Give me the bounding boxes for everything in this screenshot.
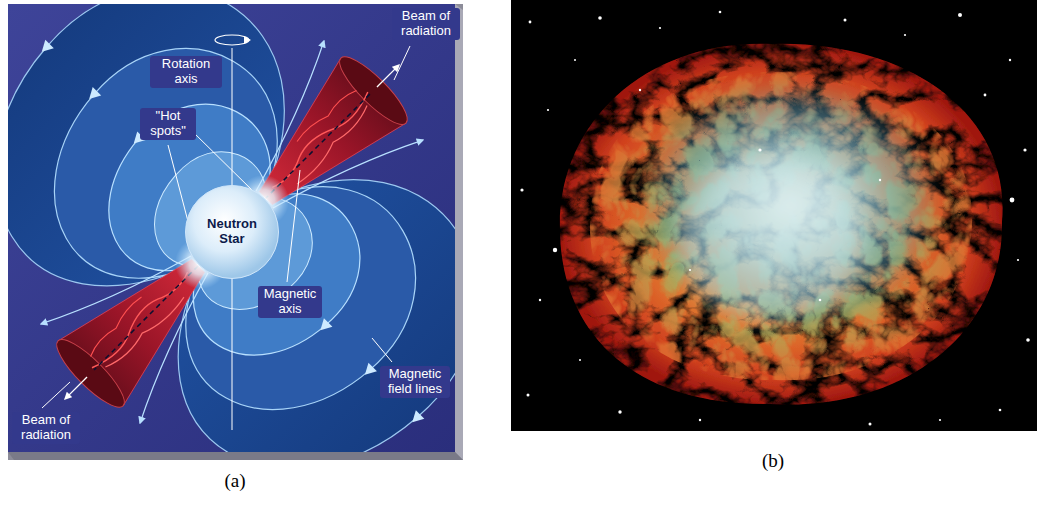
beam-label: Beam of radiation bbox=[392, 8, 460, 40]
field-lines-label: Magnetic field lines bbox=[380, 366, 450, 398]
magnetosphere bbox=[8, 4, 455, 452]
panel-caption: (b) bbox=[743, 450, 803, 472]
magnetic-axis-label: Magnetic axis bbox=[258, 286, 322, 318]
crab-nebula-photo bbox=[511, 0, 1037, 431]
hot-spots-label: "Hot spots" bbox=[140, 108, 196, 140]
pulsar-panel bbox=[0, 0, 588, 516]
rotation-axis-label: Rotation axis bbox=[150, 56, 222, 88]
panel-caption: (a) bbox=[205, 470, 265, 492]
node-text: Neutron Star bbox=[197, 217, 267, 247]
leader-lines bbox=[42, 46, 410, 408]
beam-label: Beam of radiation bbox=[12, 412, 80, 444]
neutron-star: Neutron Star bbox=[185, 185, 279, 279]
